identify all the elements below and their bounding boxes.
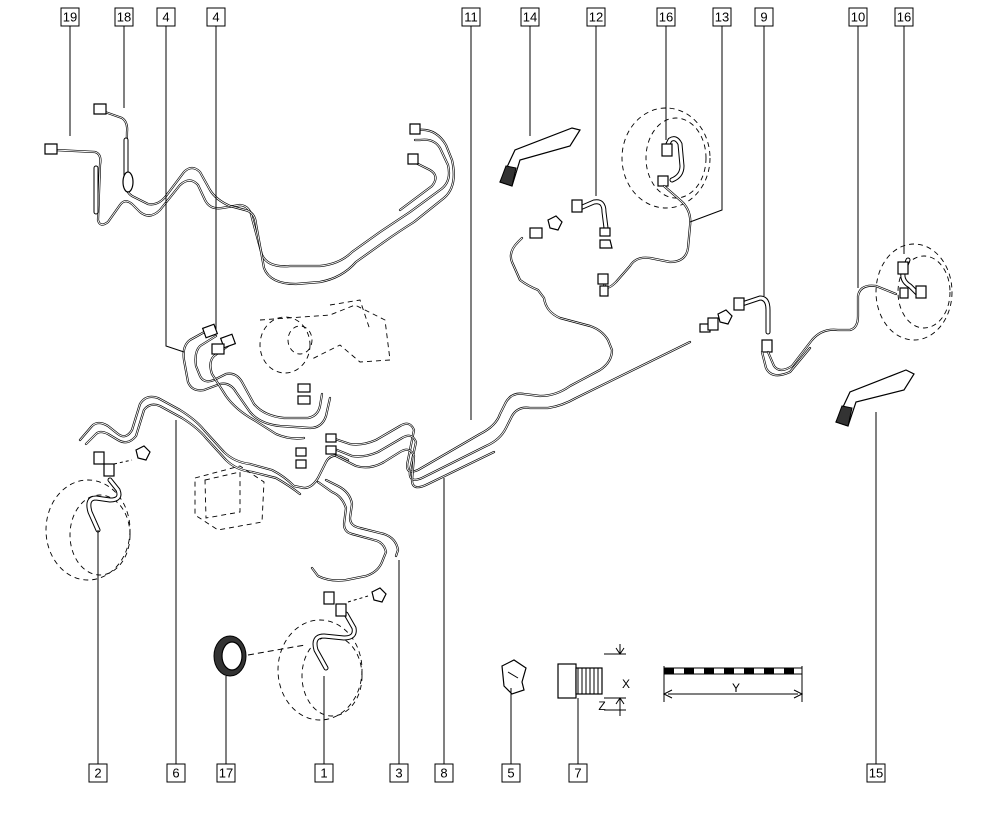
svg-text:4: 4 (212, 10, 219, 25)
callout-leaders (69, 26, 905, 764)
callout-2: 2 (88, 763, 108, 783)
svg-text:2: 2 (94, 766, 101, 781)
svg-text:18: 18 (117, 10, 131, 25)
svg-text:10: 10 (851, 10, 865, 25)
callout-14: 14 (520, 7, 540, 27)
part-7-union: X Z (557, 644, 630, 716)
callout-3: 3 (389, 763, 409, 783)
part-5-clip (501, 659, 527, 695)
dimension-y: Y (732, 681, 740, 695)
svg-text:11: 11 (464, 10, 478, 25)
dimension-x: X (622, 677, 630, 691)
svg-text:16: 16 (659, 10, 673, 25)
master-cylinder-pipes (182, 299, 391, 440)
callout-18: 18 (114, 7, 134, 27)
svg-text:16: 16 (897, 10, 911, 25)
callout-4b: 4 (206, 7, 226, 27)
callout-11: 11 (461, 7, 481, 27)
callout-6: 6 (166, 763, 186, 783)
svg-text:19: 19 (63, 10, 77, 25)
callout-19: 19 (60, 7, 80, 27)
dimension-y-scale: Y (662, 666, 804, 702)
callout-1: 1 (314, 763, 334, 783)
callout-16a: 16 (656, 7, 676, 27)
callout-4a: 4 (156, 7, 176, 27)
svg-text:3: 3 (395, 766, 402, 781)
callout-12: 12 (586, 7, 606, 27)
svg-text:6: 6 (172, 766, 179, 781)
svg-text:15: 15 (869, 766, 883, 781)
svg-text:14: 14 (523, 10, 537, 25)
svg-text:4: 4 (162, 10, 169, 25)
callout-17: 17 (216, 763, 236, 783)
svg-text:9: 9 (760, 10, 767, 25)
front-right-wheel (213, 587, 387, 721)
svg-text:13: 13 (715, 10, 729, 25)
rear-pipe-bundle (44, 103, 455, 286)
callout-9: 9 (754, 7, 774, 27)
rear-right-components (499, 107, 953, 427)
svg-text:12: 12 (589, 10, 603, 25)
callout-7: 7 (568, 763, 588, 783)
main-pipes (78, 236, 711, 582)
callout-16b: 16 (894, 7, 914, 27)
svg-text:8: 8 (440, 766, 447, 781)
svg-text:5: 5 (507, 766, 514, 781)
callout-15: 15 (866, 763, 886, 783)
callout-8: 8 (434, 763, 454, 783)
callout-13: 13 (712, 7, 732, 27)
svg-text:1: 1 (320, 766, 327, 781)
abs-unit-outline (194, 465, 265, 531)
front-left-wheel (45, 445, 151, 581)
callout-10: 10 (848, 7, 868, 27)
svg-text:17: 17 (219, 766, 233, 781)
dimension-z: Z (598, 699, 605, 713)
callout-5: 5 (501, 763, 521, 783)
svg-text:7: 7 (574, 766, 581, 781)
